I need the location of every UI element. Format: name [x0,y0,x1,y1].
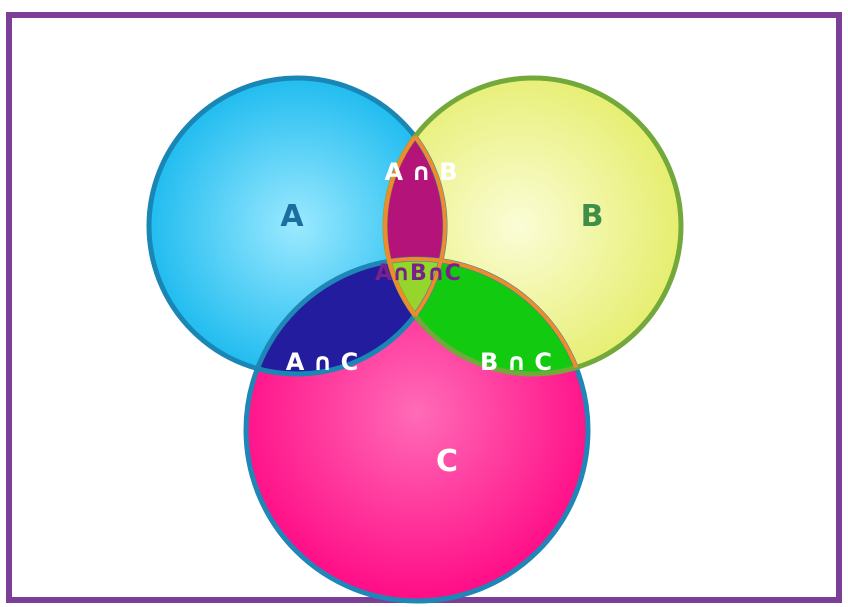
set-b-label: B [581,199,604,234]
intersection-bc-label: B ∩ C [480,348,552,376]
intersection-ac-label: A ∩ C [286,348,358,376]
intersection-ac-region [246,259,445,374]
set-c-label: C [436,444,458,479]
intersection-abc-label: A∩B∩C [375,261,461,286]
intersection-bc-region [385,259,588,374]
set-a-label: A [280,199,304,234]
overlap-outline-b-in-a [383,78,445,374]
overlap-outline-a-in-b [385,78,447,374]
overlap-outline-c-in-b [385,257,590,374]
intersection-ab-label: A ∩ B [384,158,457,186]
